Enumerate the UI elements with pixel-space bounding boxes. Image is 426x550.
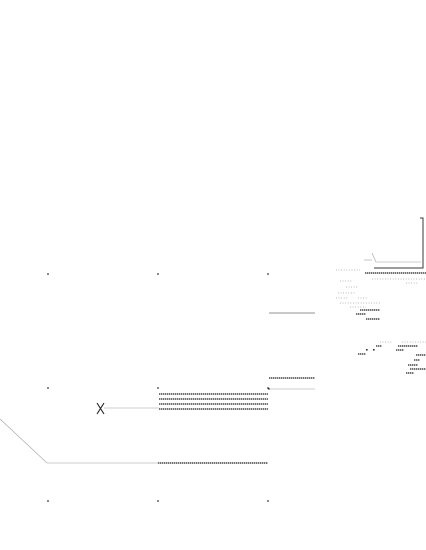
bracket-frame-outline <box>374 217 424 269</box>
ruler-strip <box>336 269 426 284</box>
lower-rail <box>0 418 268 464</box>
grid-marker <box>47 500 49 502</box>
grid-marker <box>157 500 159 502</box>
bracket-frame <box>364 217 424 269</box>
scatter-point <box>366 349 368 351</box>
scatter-point <box>373 349 375 351</box>
side-rules <box>268 312 315 390</box>
crossing-marker <box>96 402 159 415</box>
cross-icon <box>96 402 105 415</box>
scatter-cluster-upper <box>336 280 380 320</box>
grid-marker <box>47 387 49 389</box>
grid-marker <box>47 273 49 275</box>
grid-marker <box>267 500 269 502</box>
grid-marker <box>267 273 269 275</box>
grid-marker <box>157 387 159 389</box>
grid-marker <box>157 273 159 275</box>
bracket-inner-line <box>371 252 421 263</box>
side-rule-endcap <box>268 388 270 390</box>
scatter-cluster-lower <box>358 341 426 374</box>
diagonal-lead <box>0 418 158 464</box>
grid-markers <box>47 273 269 502</box>
hatch-block <box>159 393 268 410</box>
